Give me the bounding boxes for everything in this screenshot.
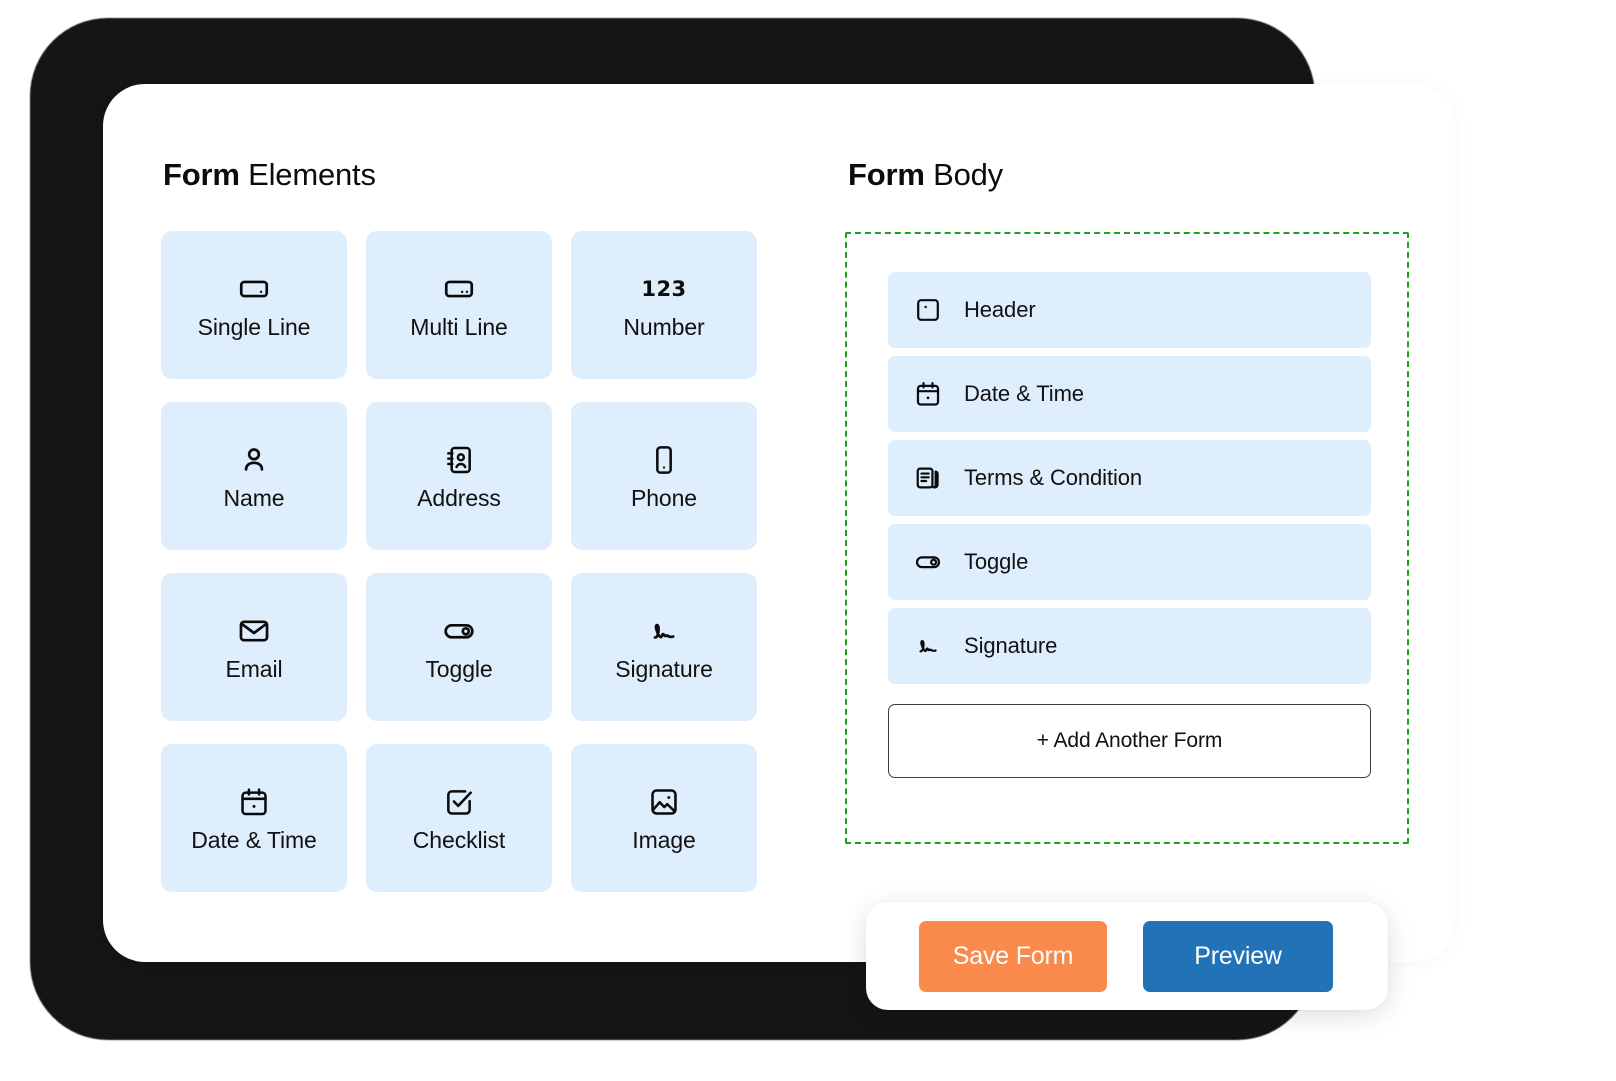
number-123-icon: 123 — [641, 271, 686, 307]
element-tile-label: Email — [225, 656, 283, 682]
toggle-switch-icon — [914, 548, 942, 576]
preview-button[interactable]: Preview — [1143, 920, 1333, 992]
form-body-item-label: Header — [964, 297, 1036, 322]
element-tile-label: Single Line — [197, 314, 311, 340]
element-tile-multi-line[interactable]: Multi Line — [366, 231, 552, 379]
element-tile-date-time[interactable]: Date & Time — [161, 744, 347, 892]
element-tile-phone[interactable]: Phone — [571, 402, 757, 550]
form-elements-title-rest: Elements — [239, 157, 376, 192]
number-123-glyph: 123 — [641, 276, 687, 301]
form-body-item-terms-condition[interactable]: Terms & Condition — [888, 440, 1371, 516]
form-body-item-toggle[interactable]: Toggle — [888, 524, 1371, 600]
element-tile-label: Date & Time — [191, 827, 317, 853]
element-tile-label: Toggle — [425, 656, 493, 682]
element-tile-label: Number — [623, 314, 705, 340]
form-body-item-label: Toggle — [964, 549, 1029, 574]
form-body-item-header[interactable]: Header — [888, 272, 1371, 348]
action-bar: Save Form Preview — [866, 902, 1388, 1010]
checkbox-checked-icon — [443, 784, 475, 820]
form-body-title-rest: Body — [924, 157, 1003, 192]
element-tile-label: Address — [417, 485, 501, 511]
element-tile-address[interactable]: Address — [366, 402, 552, 550]
document-article-icon — [914, 464, 942, 492]
element-tile-signature[interactable]: Signature — [571, 573, 757, 721]
add-another-form-button[interactable]: + Add Another Form — [888, 704, 1371, 778]
person-icon — [237, 442, 271, 478]
calendar-icon — [238, 784, 270, 820]
element-tile-image[interactable]: Image — [571, 744, 757, 892]
form-body-item-signature[interactable]: Signature — [888, 608, 1371, 684]
contact-book-icon — [443, 442, 475, 478]
signature-icon — [647, 613, 681, 649]
element-tile-label: Image — [632, 827, 696, 853]
element-tile-toggle[interactable]: Toggle — [366, 573, 552, 721]
form-elements-title: Form Elements — [163, 157, 376, 193]
form-body-item-date-time[interactable]: Date & Time — [888, 356, 1371, 432]
form-body-item-label: Date & Time — [964, 381, 1084, 406]
toggle-switch-icon — [442, 613, 476, 649]
save-form-button[interactable]: Save Form — [919, 920, 1107, 992]
calendar-icon — [914, 380, 942, 408]
element-tile-label: Multi Line — [410, 314, 508, 340]
signature-icon — [914, 632, 942, 660]
element-tile-checklist[interactable]: Checklist — [366, 744, 552, 892]
header-block-icon — [914, 296, 942, 324]
element-tile-name[interactable]: Name — [161, 402, 347, 550]
image-icon — [648, 784, 680, 820]
form-body-item-label: Signature — [964, 633, 1058, 658]
form-elements-title-strong: Form — [163, 157, 240, 192]
element-tile-number[interactable]: 123 Number — [571, 231, 757, 379]
form-body-title: Form Body — [848, 157, 1003, 193]
form-body-title-strong: Form — [848, 157, 925, 192]
element-tile-label: Name — [223, 485, 285, 511]
element-tile-label: Checklist — [412, 827, 506, 853]
element-tile-email[interactable]: Email — [161, 573, 347, 721]
mobile-phone-icon — [648, 442, 680, 478]
element-tile-label: Signature — [615, 656, 713, 682]
form-body-item-label: Terms & Condition — [964, 465, 1143, 490]
element-tile-label: Phone — [630, 485, 697, 511]
multi-line-icon — [442, 271, 476, 307]
form-elements-grid: Single Line Multi Line 123 Number Name — [161, 231, 759, 892]
single-line-icon — [237, 271, 271, 307]
form-body-dropzone[interactable]: Header Date & Time — [845, 232, 1409, 844]
element-tile-single-line[interactable]: Single Line — [161, 231, 347, 379]
envelope-icon — [237, 613, 271, 649]
form-body-item-list: Header Date & Time — [888, 272, 1371, 778]
